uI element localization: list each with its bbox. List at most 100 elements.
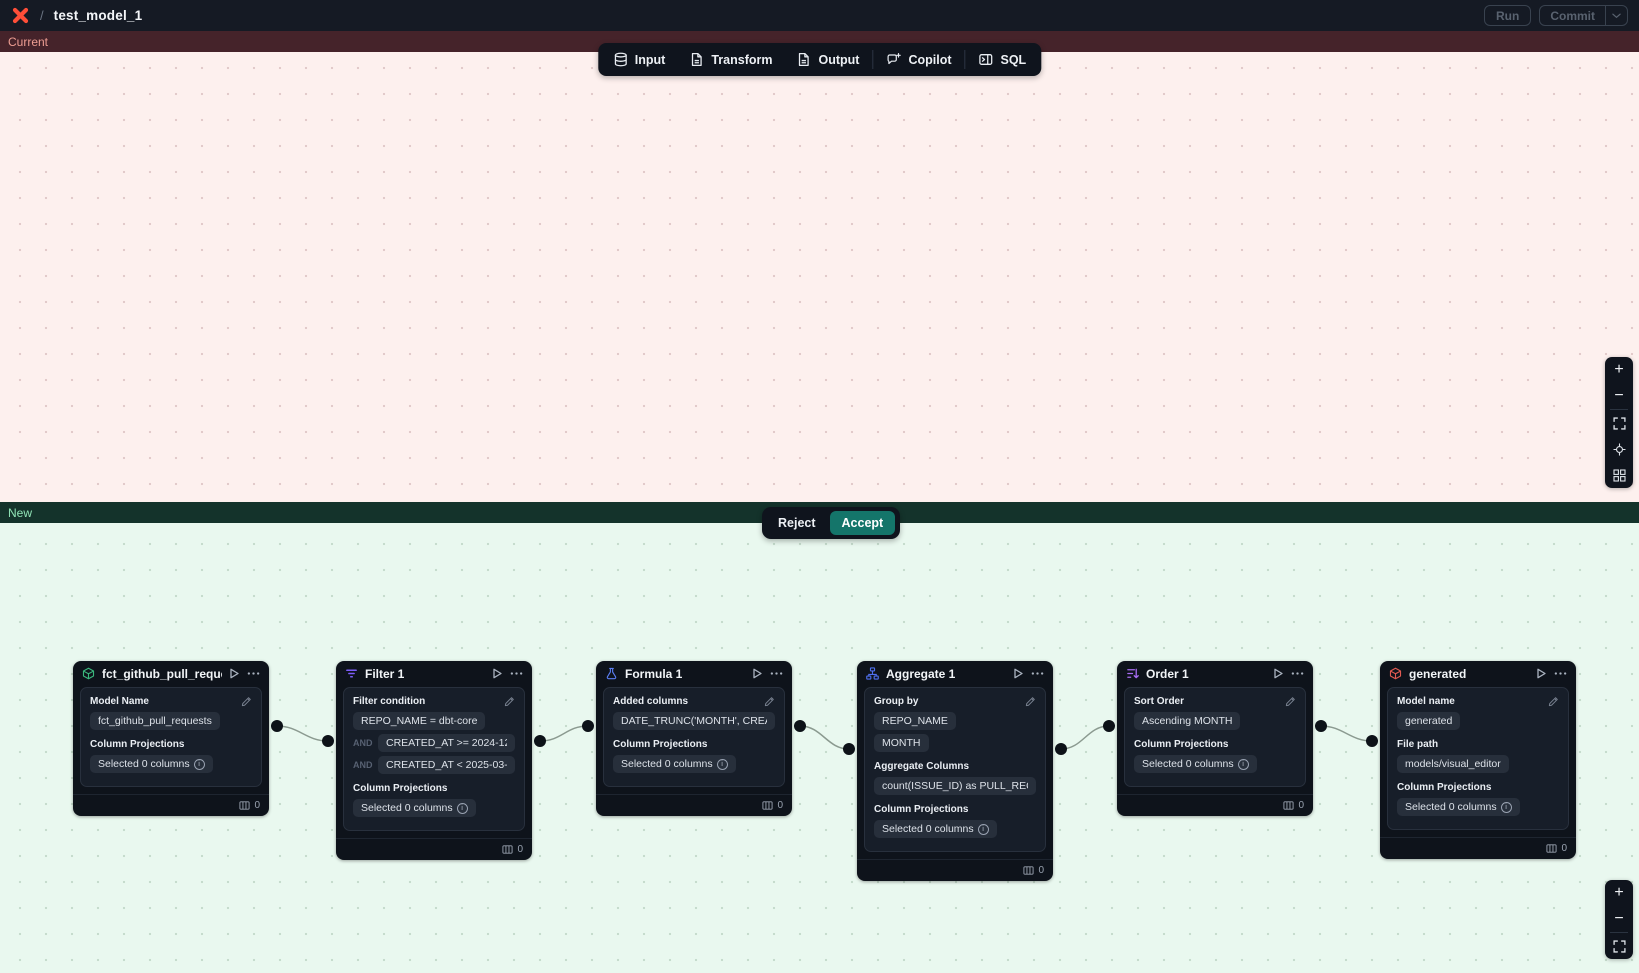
- edit-icon[interactable]: [1285, 696, 1296, 707]
- value-pill: REPO_NAME = dbt-core: [353, 712, 486, 730]
- dbt-logo-icon[interactable]: [11, 6, 30, 25]
- info-icon[interactable]: i: [193, 758, 205, 770]
- zoom-in-button[interactable]: +: [1605, 357, 1633, 383]
- info-icon[interactable]: i: [456, 802, 468, 814]
- file-icon: [796, 52, 811, 67]
- output-handle[interactable]: [794, 720, 806, 732]
- edit-icon[interactable]: [764, 696, 775, 707]
- fit-view-button[interactable]: [1605, 410, 1633, 436]
- node-header: fct_github_pull_requests: [73, 661, 269, 686]
- edit-icon[interactable]: [504, 696, 515, 707]
- toolbar-transform-button[interactable]: Transform: [677, 43, 784, 76]
- toolbar-output-button[interactable]: Output: [784, 43, 871, 76]
- input-handle[interactable]: [1103, 720, 1115, 732]
- info-icon[interactable]: i: [977, 823, 989, 835]
- edit-icon[interactable]: [241, 696, 252, 707]
- run-node-button[interactable]: [1536, 668, 1547, 679]
- node-footer: 0: [73, 794, 269, 816]
- run-node-button[interactable]: [1273, 668, 1284, 679]
- edge-connector[interactable]: [1060, 725, 1110, 750]
- run-node-button[interactable]: [229, 668, 240, 679]
- field-label: Model name: [1397, 696, 1455, 707]
- run-button[interactable]: Run: [1484, 5, 1532, 26]
- output-handle[interactable]: [534, 735, 546, 747]
- node-title: Aggregate 1: [886, 666, 956, 681]
- value-pill: CREATED_AT < 2025-03-01: [378, 756, 515, 774]
- value-pill: fct_github_pull_requests: [90, 712, 220, 730]
- columns-icon: [1023, 865, 1034, 876]
- edge-connector[interactable]: [539, 725, 589, 742]
- locate-button[interactable]: [1605, 436, 1633, 462]
- node-title: fct_github_pull_requests: [102, 666, 222, 681]
- zoom-in-button[interactable]: +: [1605, 880, 1633, 906]
- input-handle[interactable]: [322, 735, 334, 747]
- reject-button[interactable]: Reject: [767, 511, 827, 535]
- edit-icon[interactable]: [1025, 696, 1036, 707]
- toolbar-item-label: Input: [634, 52, 666, 67]
- toolbar-input-button[interactable]: Input: [601, 43, 678, 76]
- toolbar-divider: [872, 50, 874, 69]
- current-canvas[interactable]: [0, 52, 1639, 502]
- node-menu-button[interactable]: [510, 667, 523, 680]
- field-label: Column Projections: [1134, 739, 1229, 750]
- commit-button[interactable]: Commit: [1540, 6, 1605, 25]
- top-bar-actions: Run Commit: [1484, 5, 1628, 26]
- fit-view-button[interactable]: [1605, 933, 1633, 959]
- zoom-out-button[interactable]: −: [1605, 906, 1633, 932]
- row-count: 0: [254, 800, 260, 811]
- value-pill: count(ISSUE_ID) as PULL_REQUEST_…: [874, 777, 1036, 795]
- columns-icon: [502, 844, 513, 855]
- node-fct-github-pull-requests[interactable]: fct_github_pull_requestsModel Namefct_gi…: [73, 661, 269, 816]
- node-menu-button[interactable]: [1031, 667, 1044, 680]
- minimap-button[interactable]: [1605, 462, 1633, 488]
- node-title: Formula 1: [625, 666, 683, 681]
- output-handle[interactable]: [271, 720, 283, 732]
- sitemap-icon: [866, 667, 879, 680]
- toolbar-item-label: Transform: [711, 52, 773, 67]
- output-handle[interactable]: [1315, 720, 1327, 732]
- toolbar-sql-button[interactable]: SQL: [967, 43, 1039, 76]
- edge-connector[interactable]: [276, 725, 329, 742]
- new-canvas[interactable]: fct_github_pull_requestsModel Namefct_gi…: [0, 522, 1639, 973]
- run-node-button[interactable]: [492, 668, 503, 679]
- edge-connector[interactable]: [1320, 725, 1373, 742]
- run-node-button[interactable]: [1013, 668, 1024, 679]
- info-icon[interactable]: i: [1500, 801, 1512, 813]
- field-label: Column Projections: [1397, 782, 1492, 793]
- node-menu-button[interactable]: [1554, 667, 1567, 680]
- divider: [1610, 409, 1628, 410]
- commit-dropdown-button[interactable]: [1605, 6, 1627, 25]
- field-label: Group by: [874, 696, 919, 707]
- output-handle[interactable]: [1055, 743, 1067, 755]
- node-title: Filter 1: [365, 666, 405, 681]
- edge-connector[interactable]: [799, 725, 850, 750]
- info-icon[interactable]: i: [716, 758, 728, 770]
- node-menu-button[interactable]: [247, 667, 260, 680]
- input-handle[interactable]: [843, 743, 855, 755]
- info-icon[interactable]: i: [1237, 758, 1249, 770]
- toolbar-copilot-button[interactable]: Copilot: [874, 43, 963, 76]
- input-handle[interactable]: [582, 720, 594, 732]
- accept-button[interactable]: Accept: [829, 511, 896, 535]
- input-handle[interactable]: [1366, 735, 1378, 747]
- locate-icon: [1612, 442, 1626, 456]
- value-pill: Ascending MONTH: [1134, 712, 1241, 730]
- row-count: 0: [1038, 865, 1044, 876]
- field-label: Column Projections: [90, 739, 185, 750]
- node-menu-button[interactable]: [1291, 667, 1304, 680]
- node-menu-button[interactable]: [770, 667, 783, 680]
- zoom-out-button[interactable]: −: [1605, 383, 1633, 409]
- edit-icon[interactable]: [1548, 696, 1559, 707]
- run-node-button[interactable]: [752, 668, 763, 679]
- value-pill: REPO_NAME: [874, 712, 956, 730]
